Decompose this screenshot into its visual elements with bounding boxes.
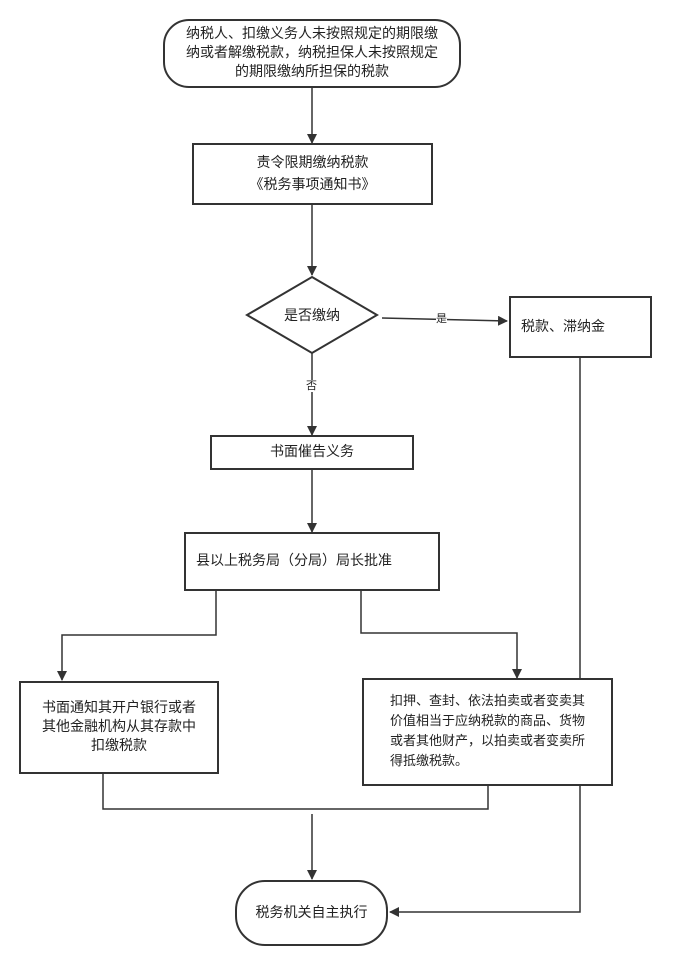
order-line-1: 责令限期缴纳税款: [256, 155, 369, 171]
decision-diamond: [245, 275, 379, 355]
edge-label-yes: 是: [436, 312, 447, 325]
edge-merge: [102, 774, 489, 810]
tax-label: 税款、滞纳金: [521, 318, 605, 335]
end-label: 税务机关自主执行: [255, 904, 368, 921]
approve-label: 县以上税务局（分局）局长批准: [196, 553, 392, 569]
urge-label: 书面催告义务: [270, 444, 354, 460]
bank-line-3: 扣缴税款: [91, 738, 147, 754]
bank-line-2: 其他金融机构从其存款中: [42, 719, 196, 735]
bank-node: 书面通知其开户银行或者 其他金融机构从其存款中 扣缴税款: [19, 681, 219, 774]
bank-line-1: 书面通知其开户银行或者: [42, 700, 196, 716]
edge-tax-to-end: [389, 357, 581, 917]
start-line-2: 纳或者解缴税款，纳税担保人未按照规定: [186, 45, 438, 61]
seize-node: 扣押、查封、依法拍卖或者变卖其 价值相当于应纳税款的商品、货物 或者其他财产，以…: [362, 678, 613, 786]
urge-node: 书面催告义务: [210, 435, 414, 470]
tax-node: 税款、滞纳金: [509, 296, 652, 358]
edge-approve-to-bank: [57, 590, 217, 681]
edge-approve-to-seize: [360, 590, 522, 679]
start-line-1: 纳税人、扣缴义务人未按照规定的期限缴: [186, 26, 438, 42]
seize-line-4: 得抵缴税款。: [389, 754, 468, 769]
start-line-3: 的期限缴纳所担保的税款: [235, 64, 389, 80]
edge-label-no: 否: [306, 379, 317, 392]
start-node: 纳税人、扣缴义务人未按照规定的期限缴 纳或者解缴税款，纳税担保人未按照规定 的期…: [163, 19, 461, 88]
order-node: 责令限期缴纳税款 《税务事项通知书》: [192, 143, 433, 205]
decision-label: 是否缴纳: [284, 308, 340, 324]
end-node: 税务机关自主执行: [235, 880, 388, 946]
approve-node: 县以上税务局（分局）局长批准: [184, 532, 440, 591]
seize-line-2: 价值相当于应纳税款的商品、货物: [389, 714, 585, 729]
seize-line-1: 扣押、查封、依法拍卖或者变卖其: [389, 694, 585, 709]
seize-line-3: 或者其他财产，以拍卖或者变卖所: [389, 734, 585, 749]
order-line-2: 《税务事项通知书》: [249, 177, 376, 193]
